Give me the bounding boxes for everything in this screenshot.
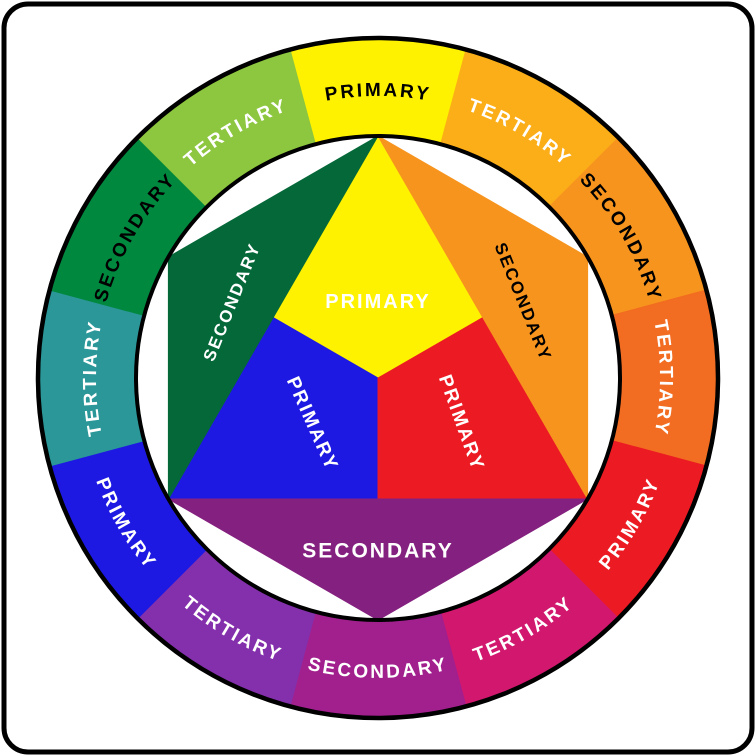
ring-outer-outline [35,35,721,721]
inner-shape-orange-secondary [376,134,589,501]
inner-shape-green-secondary [167,134,380,501]
ring-label-teal: TERTIARY [80,318,107,437]
inner-shape-purple-secondary [166,498,590,621]
inner-label-purple-secondary: SECONDARY [302,540,453,563]
inner-label-yellow-primary: PRIMARY [325,291,430,313]
inner-triangle-group [166,134,590,621]
ring-inner-outline [134,134,622,622]
outer-ring [37,37,719,719]
